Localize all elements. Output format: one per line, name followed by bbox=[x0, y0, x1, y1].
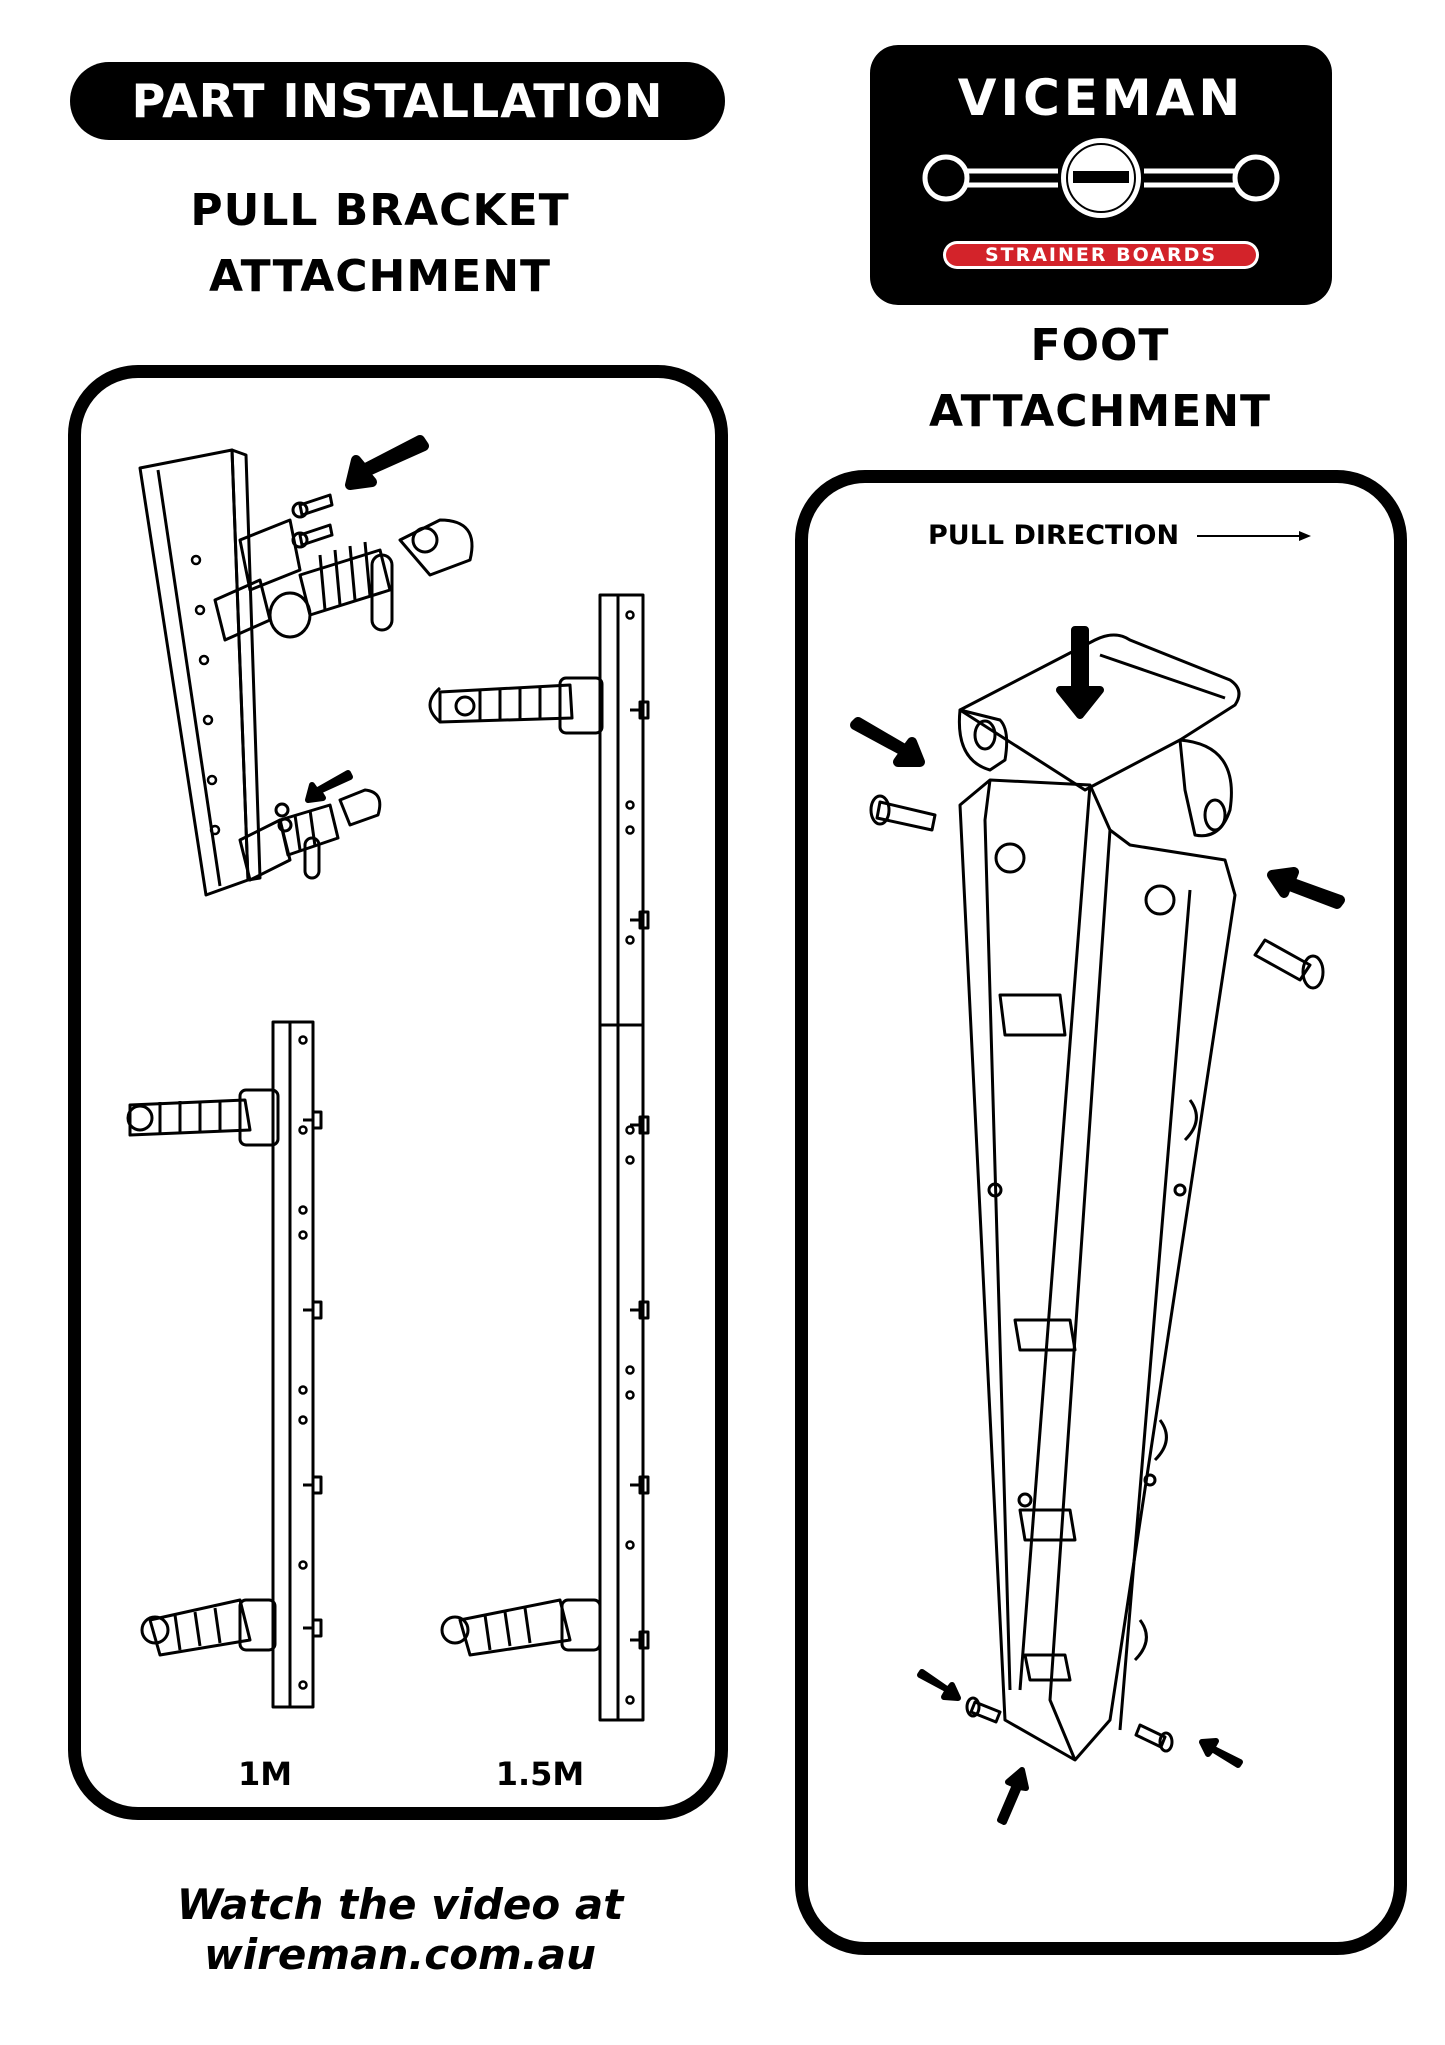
arrow-bottom-left-icon bbox=[917, 1669, 961, 1701]
size-label-1m: 1M bbox=[237, 1755, 293, 1793]
pull-direction-indicator: PULL DIRECTION bbox=[928, 520, 1312, 551]
arrow-bottom-right-icon bbox=[1199, 1738, 1243, 1768]
pull-direction-label: PULL DIRECTION bbox=[928, 520, 1180, 551]
website-link[interactable]: wireman.com.au bbox=[203, 1930, 597, 1979]
bolts-top-drawing bbox=[291, 493, 334, 549]
foot-heading-line1: FOOT bbox=[1030, 320, 1170, 371]
board-1m-drawing bbox=[126, 1020, 323, 1709]
pull-bracket-panel bbox=[68, 365, 728, 1820]
page-title: PART INSTALLATION bbox=[131, 74, 664, 128]
pull-bracket-heading-line2: ATTACHMENT bbox=[208, 251, 552, 302]
pull-bracket-heading-line1: PULL BRACKET bbox=[190, 185, 570, 236]
arrow-down-cap-icon bbox=[1056, 626, 1104, 719]
foot-attachment-panel bbox=[795, 470, 1407, 1955]
arrow-bottom-up-icon bbox=[997, 1767, 1029, 1825]
foot-cap-drawing bbox=[957, 633, 1241, 838]
logo-name: VICEMAN bbox=[957, 69, 1245, 127]
arrow-top-icon bbox=[345, 435, 429, 490]
lower-pull-bracket-drawing bbox=[238, 788, 382, 882]
size-label-1-5m: 1.5M bbox=[495, 1755, 585, 1793]
top-pull-bracket-drawing bbox=[213, 518, 474, 642]
board-1-5m-drawing bbox=[428, 593, 650, 1722]
pull-direction-arrow-icon bbox=[1197, 530, 1312, 541]
foot-heading-line2: ATTACHMENT bbox=[928, 386, 1272, 437]
arrow-left-bolt-icon bbox=[850, 717, 925, 767]
exploded-board-drawing bbox=[138, 448, 262, 897]
viceman-emblem-icon bbox=[922, 138, 1280, 218]
logo-tagline: STRAINER BOARDS bbox=[946, 244, 1256, 266]
arrow-right-bolt-icon bbox=[1267, 867, 1345, 909]
pull-bracket-heading: PULL BRACKET ATTACHMENT bbox=[130, 178, 630, 310]
viceman-logo: VICEMAN STRAINER BOARDS bbox=[870, 45, 1332, 305]
channel-post-drawing bbox=[958, 778, 1237, 1762]
footer-line1: Watch the video at bbox=[176, 1880, 624, 1929]
part-installation-title: PART INSTALLATION bbox=[70, 62, 725, 140]
logo-tagline-badge: STRAINER BOARDS bbox=[943, 241, 1259, 269]
arrow-lower-icon bbox=[305, 770, 353, 803]
bolts-foot-drawing bbox=[869, 794, 1325, 1753]
foot-attachment-heading: FOOT ATTACHMENT bbox=[880, 313, 1320, 445]
video-link-text: Watch the video at wireman.com.au bbox=[70, 1880, 730, 1980]
